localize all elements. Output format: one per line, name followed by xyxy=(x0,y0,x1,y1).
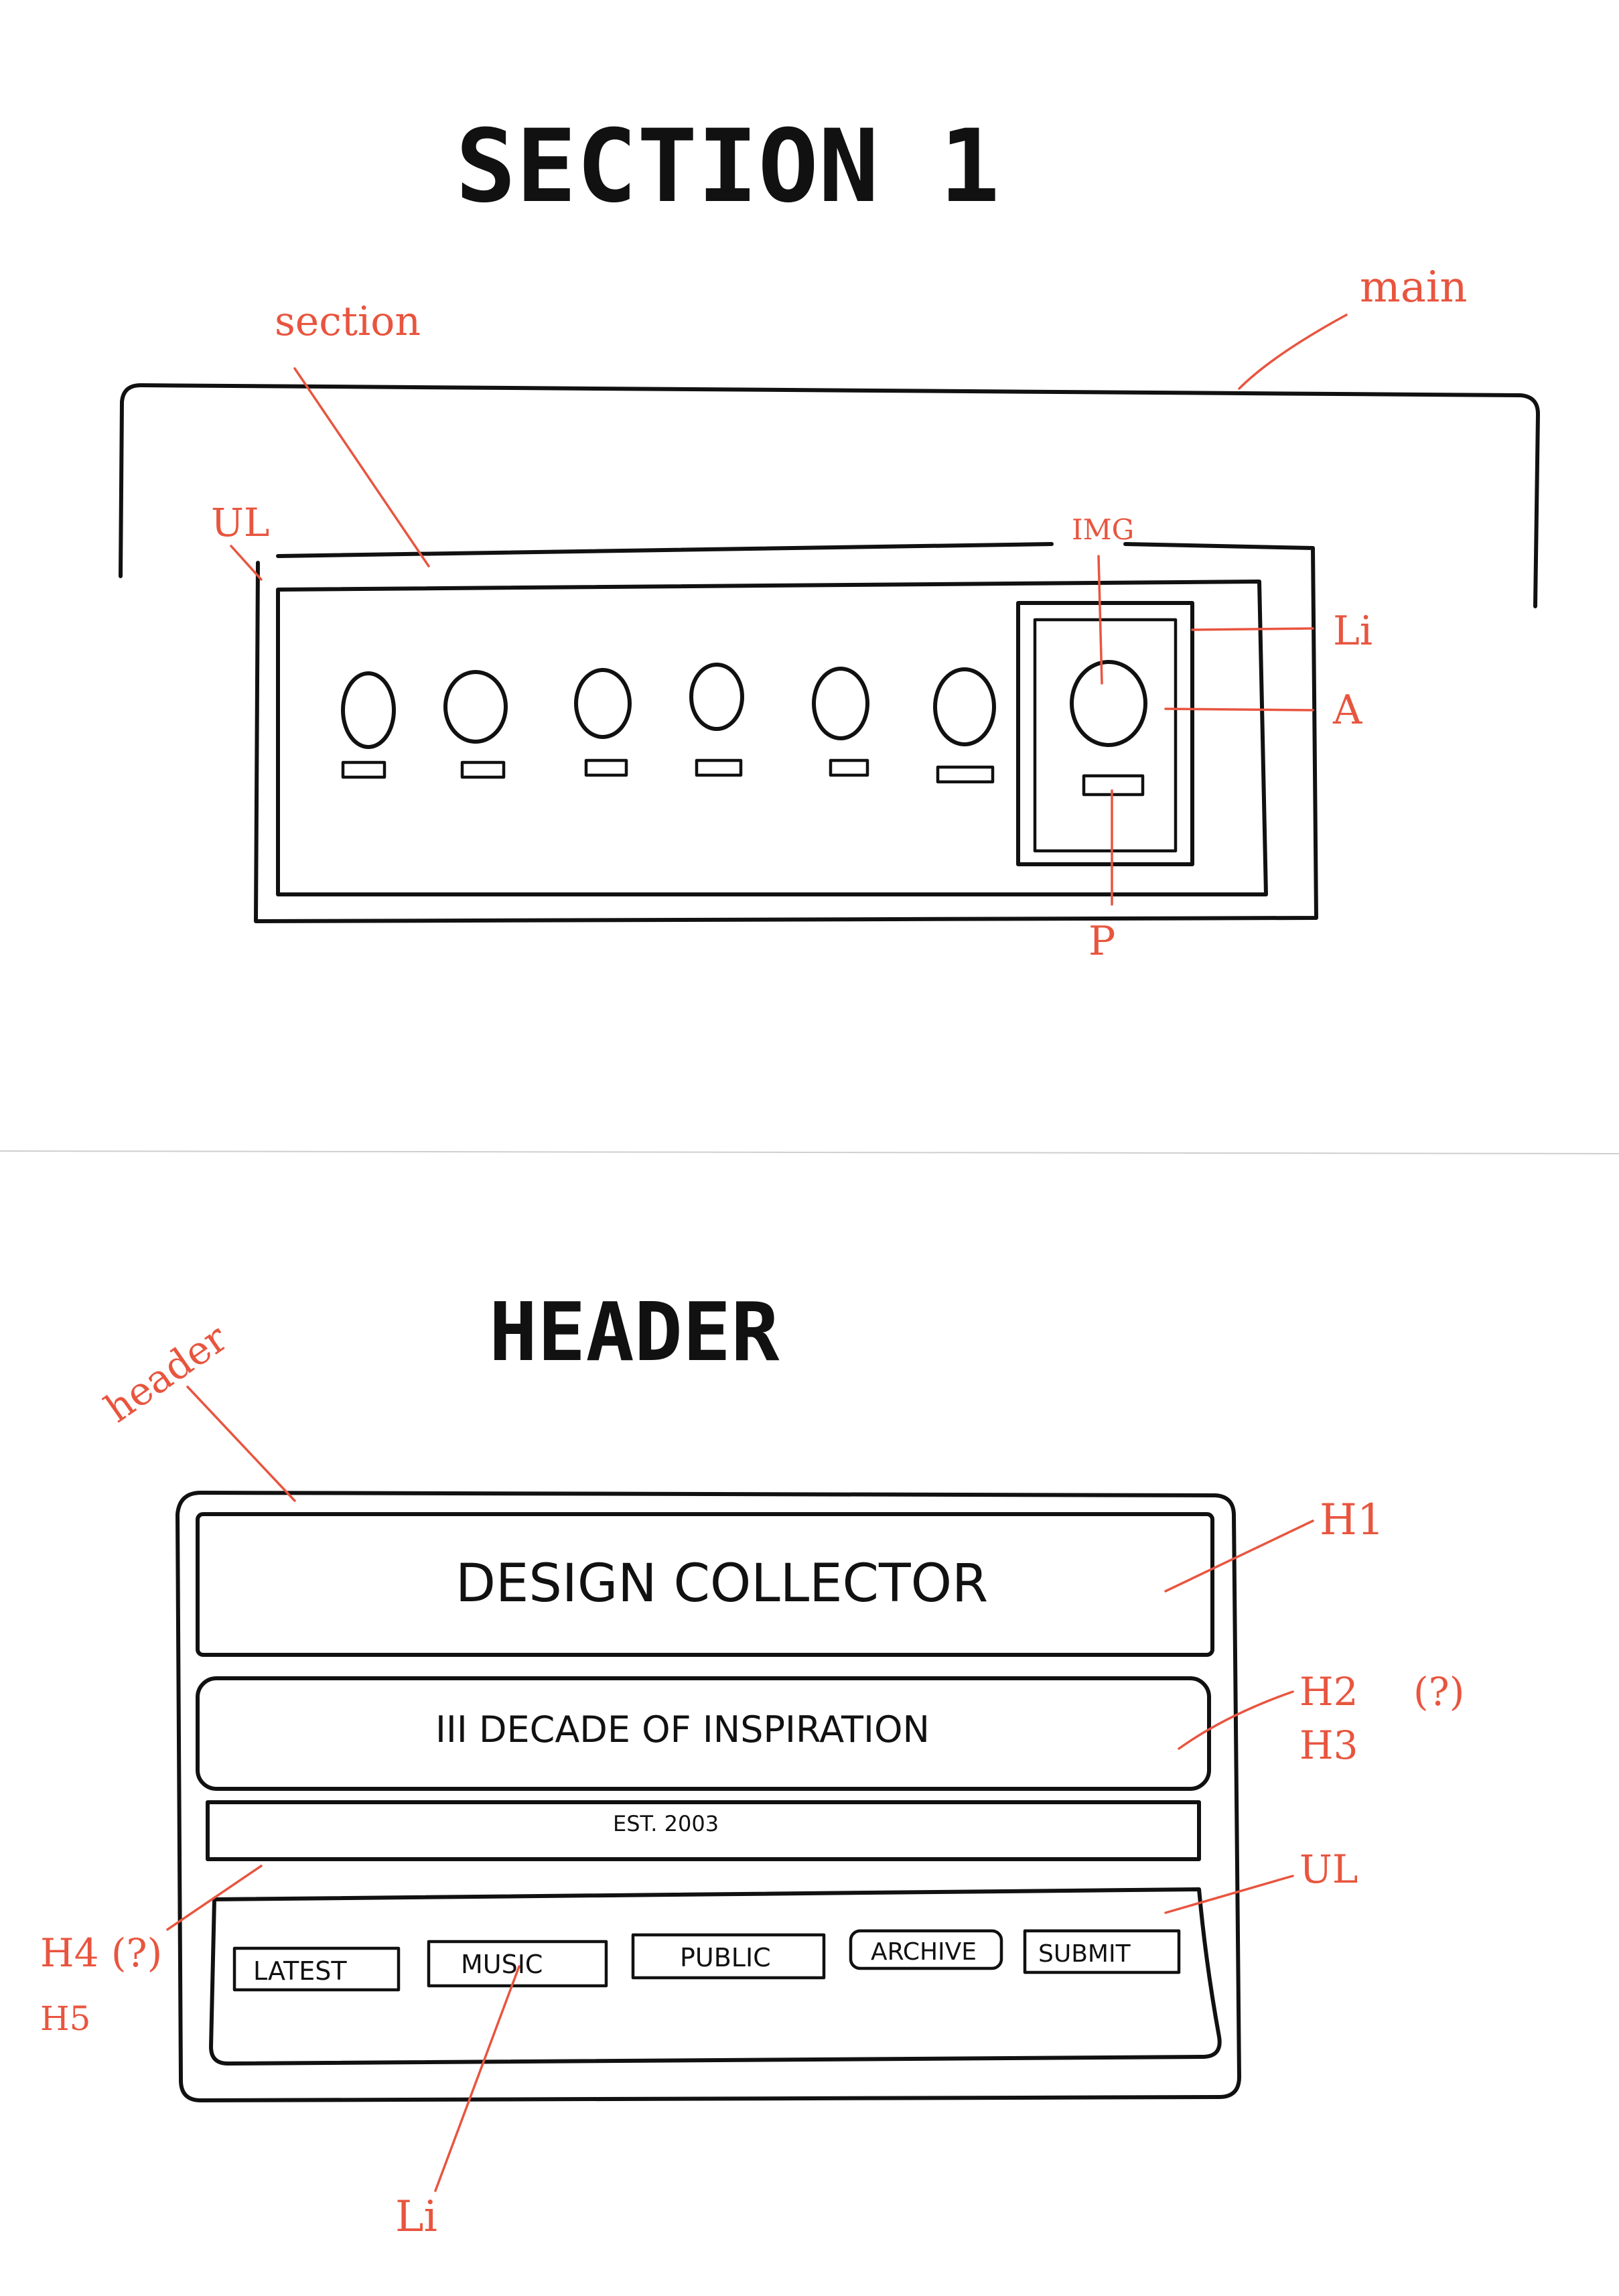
nav-item-music-box[interactable] xyxy=(427,1940,608,1988)
main-bracket xyxy=(119,383,1540,608)
list-item-caption xyxy=(584,758,628,777)
label-ul: UL xyxy=(211,500,269,545)
nav-item-archive-box[interactable] xyxy=(849,1929,1003,1970)
h2-box xyxy=(196,1676,1211,1791)
h2-text: III DECADE OF INSPIRATION xyxy=(435,1708,930,1751)
nav-item-archive[interactable]: ARCHIVE xyxy=(871,1938,977,1966)
list-item-image xyxy=(341,671,396,749)
label-main: main xyxy=(1360,263,1468,312)
list-item-image xyxy=(443,670,508,744)
page-divider xyxy=(0,1150,1619,1154)
nav-ul-box xyxy=(209,1887,1222,2066)
label-section: section xyxy=(275,298,421,345)
est-text: EST. 2003 xyxy=(613,1811,719,1836)
h1-box xyxy=(196,1512,1214,1657)
nav-item-latest-box[interactable] xyxy=(232,1946,401,1992)
label-h3: H3 xyxy=(1299,1723,1358,1768)
highlighted-li-box xyxy=(1016,601,1194,866)
label-h4: H4 (?) xyxy=(40,1930,162,1976)
label-h5: H5 xyxy=(40,1999,90,2038)
list-item-image xyxy=(812,667,869,740)
label-img: IMG xyxy=(1072,513,1134,546)
list-item-image xyxy=(689,663,744,731)
list-item-caption xyxy=(936,765,995,784)
list-item-image xyxy=(574,668,632,739)
section-1-title: SECTION 1 xyxy=(455,109,1000,225)
label-h1: H1 xyxy=(1320,1495,1385,1545)
header-box xyxy=(175,1491,1241,2102)
nav-item-public[interactable]: PUBLIC xyxy=(680,1943,771,1972)
section-box xyxy=(254,542,1318,923)
nav-item-submit[interactable]: SUBMIT xyxy=(1038,1940,1131,1968)
label-p: P xyxy=(1088,918,1115,965)
nav-item-music[interactable]: MUSIC xyxy=(461,1950,543,1979)
h1-text: DESIGN COLLECTOR xyxy=(455,1554,988,1614)
est-box xyxy=(206,1800,1201,1861)
list-item-caption xyxy=(341,760,386,779)
label-li: Li xyxy=(1333,608,1372,655)
nav-item-submit-box[interactable] xyxy=(1023,1929,1181,1974)
label-a: A xyxy=(1332,687,1362,734)
ul-box xyxy=(276,580,1268,896)
list-item-image xyxy=(1070,660,1147,747)
list-item-caption xyxy=(460,760,506,779)
label-nav-li: Li xyxy=(395,2192,437,2242)
section1-annotation-lines xyxy=(230,314,1348,906)
label-h2-question: (?) xyxy=(1413,1669,1464,1714)
list-item-caption xyxy=(695,758,743,777)
label-h2: H2 xyxy=(1299,1669,1358,1714)
list-items xyxy=(341,601,1194,866)
nav-item-latest[interactable]: LATEST xyxy=(253,1956,347,1986)
list-item-caption xyxy=(829,758,869,777)
list-item-caption xyxy=(1082,774,1145,797)
nav-item-public-box[interactable] xyxy=(631,1933,826,1980)
header-annotation-lines xyxy=(166,1386,1314,2192)
header-title: HEADER xyxy=(489,1286,780,1379)
highlighted-a-box xyxy=(1033,618,1178,853)
list-item-image xyxy=(933,667,996,746)
label-nav-ul: UL xyxy=(1299,1846,1358,1892)
nav-list: LATEST MUSIC PUBLIC ARCHIVE SUBMIT xyxy=(232,1929,1181,1992)
